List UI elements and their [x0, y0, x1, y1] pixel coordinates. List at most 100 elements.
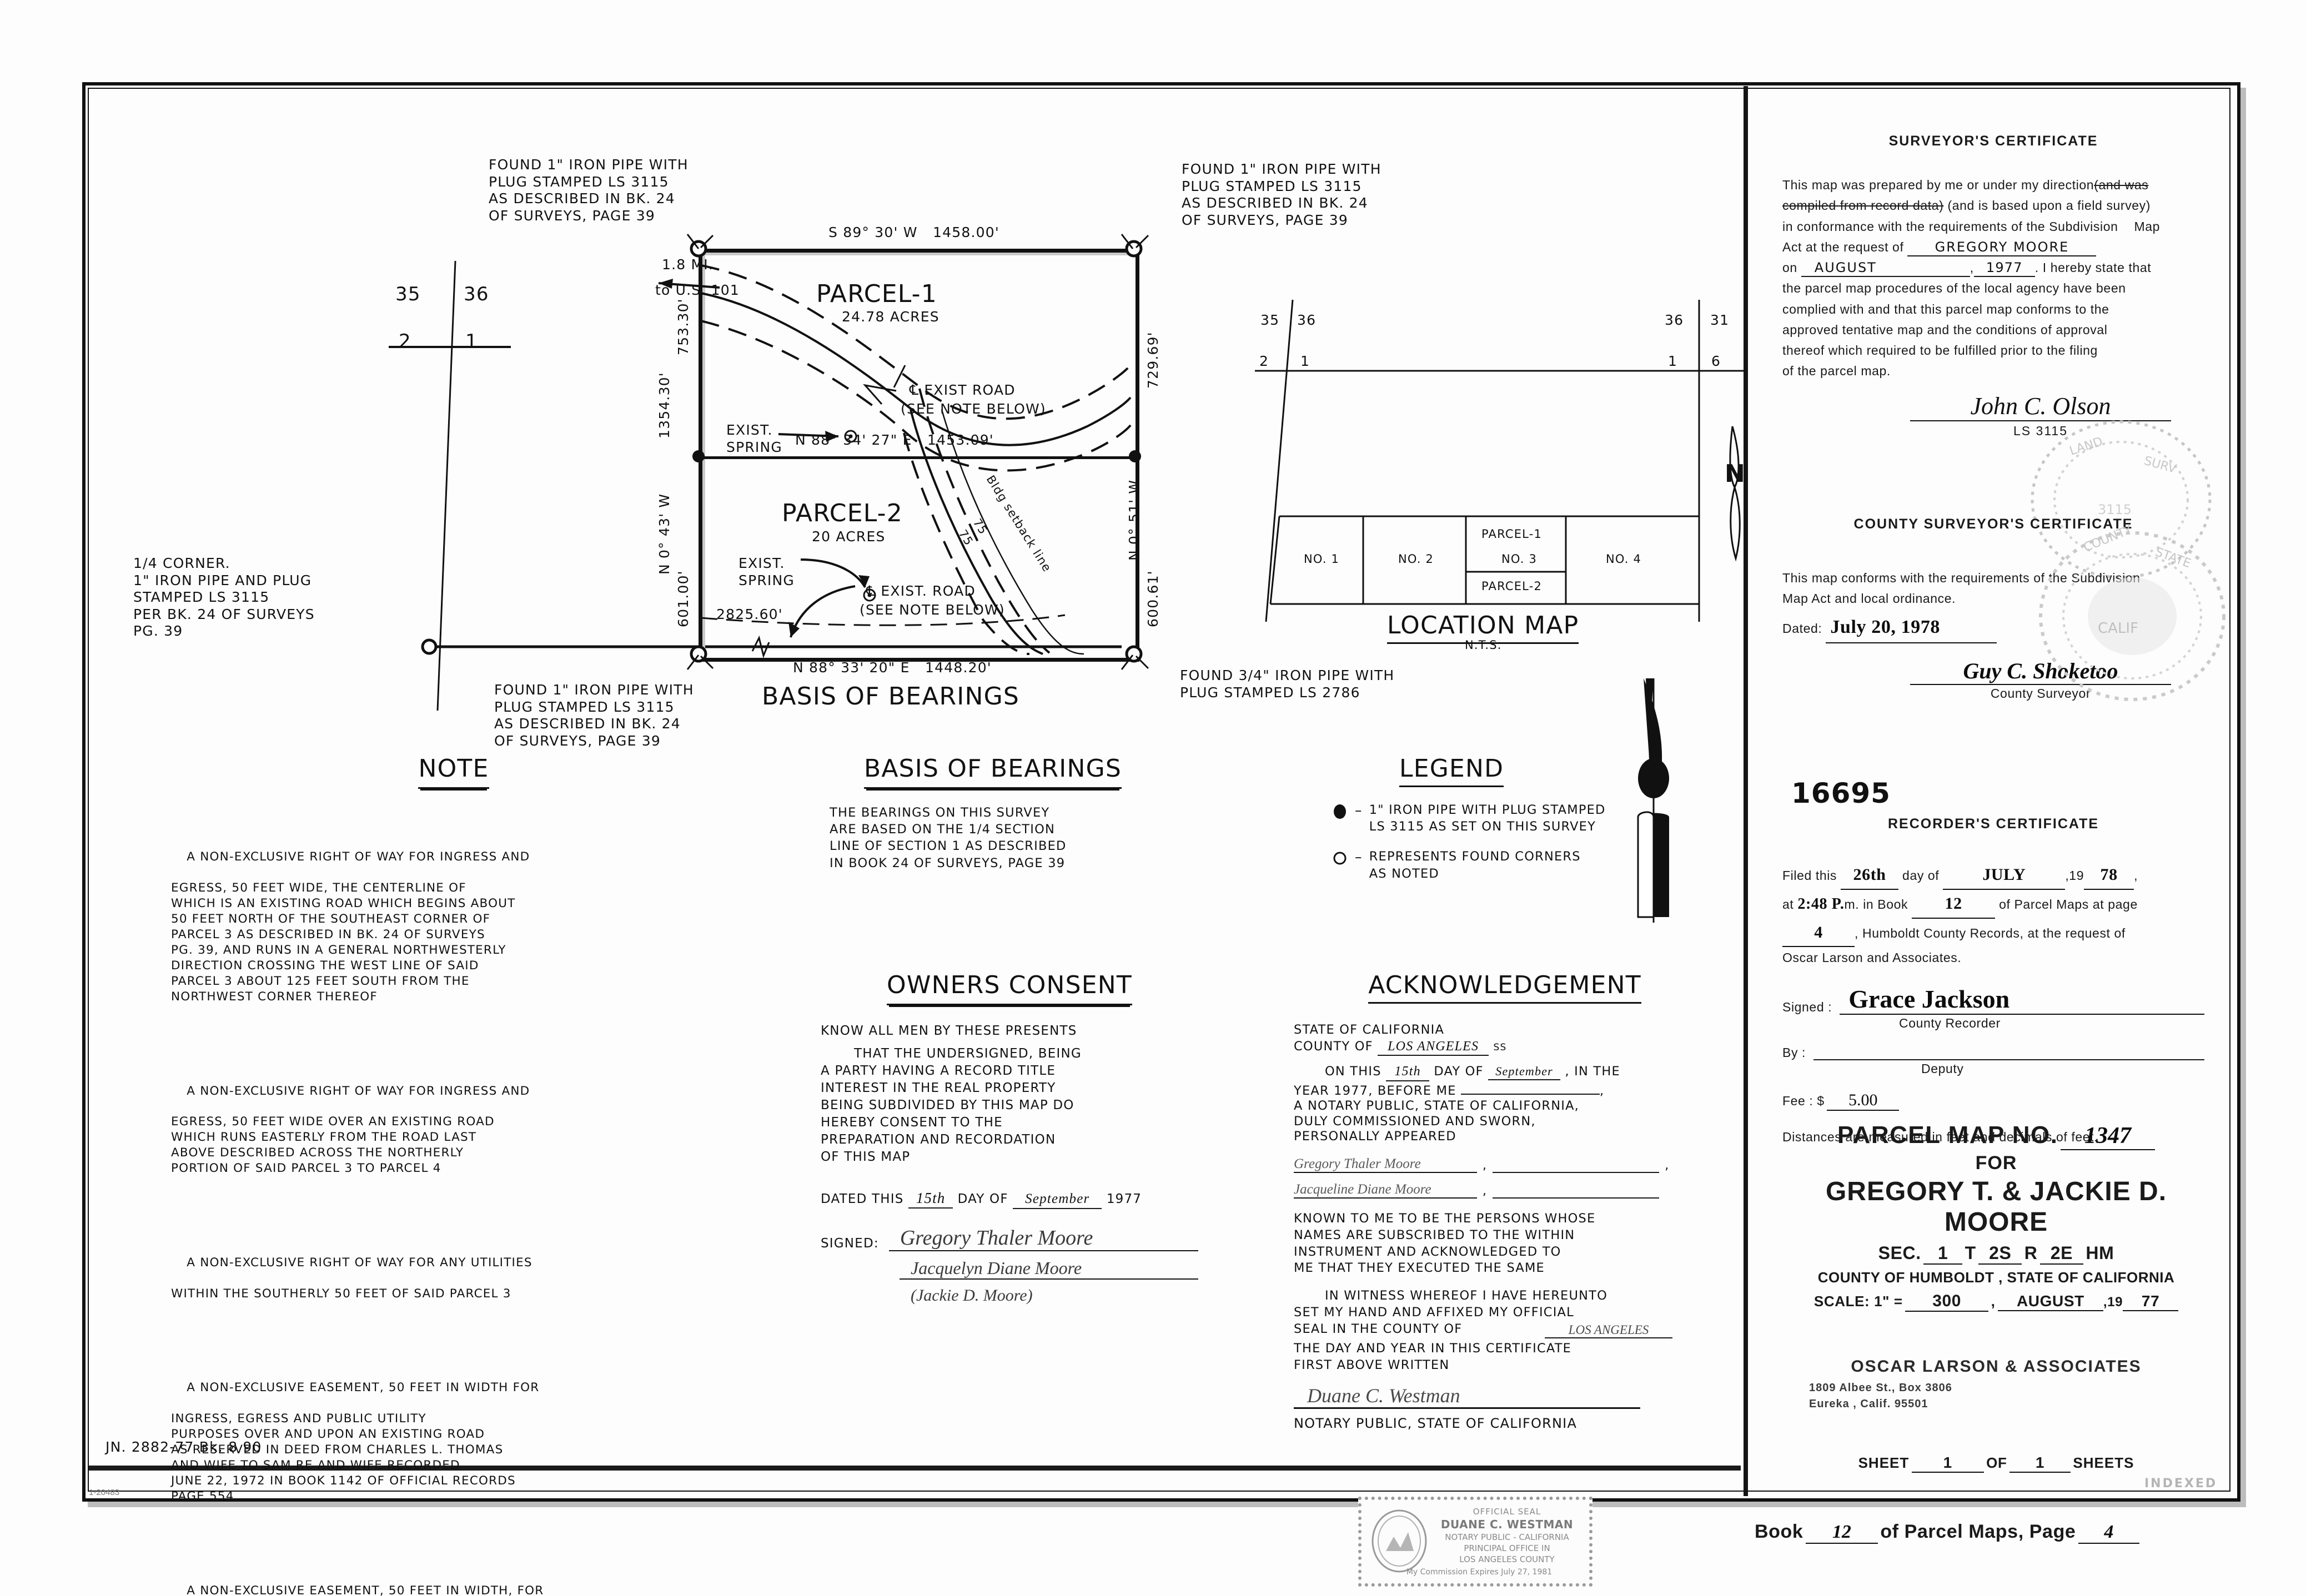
owners-consent-body: THAT THE UNDERSIGNED, BEING A PARTY HAVI… [821, 1046, 1082, 1164]
rc-filed-time[interactable]: 2:48 P. [1797, 895, 1845, 913]
sheet-total[interactable]: 1 [2009, 1454, 2071, 1473]
rc-filed-day[interactable]: 26th [1841, 861, 1899, 890]
locmap-corner-35: 35 [1260, 312, 1280, 328]
callout-nw-monument: FOUND 1" IRON PIPE WITH PLUG STAMPED LS … [489, 157, 689, 224]
owner-signature-2[interactable]: Jacquelyn Diane Moore [900, 1258, 1198, 1280]
ack-appeared-blank-1[interactable] [1493, 1172, 1660, 1174]
rc-deputy-blank[interactable] [1813, 1059, 2204, 1060]
sc-t7: the parcel map procedures of the local a… [1782, 281, 2126, 296]
ack-county-row: COUNTY OF LOS ANGELES SS [1294, 1039, 1716, 1056]
owners-signature-row-3: (Jackie D. Moore) [900, 1286, 1198, 1305]
rc-fee-value[interactable]: 5.00 [1827, 1091, 1900, 1111]
sc-line-1: This map was prepared by me or under my … [1782, 175, 2204, 195]
dated-day-value[interactable]: 15th [908, 1189, 953, 1209]
ack-month-value[interactable]: September [1488, 1064, 1561, 1081]
road-label-parcel2: ℄ EXIST. ROAD [866, 583, 976, 599]
ack-notary-blank[interactable] [1461, 1093, 1600, 1095]
sc-line-5: on AUGUST,1977. I hereby state that [1782, 258, 2204, 278]
rc-book[interactable]: 12 [1912, 890, 1996, 919]
csc-dated-value[interactable]: July 20, 1978 [1826, 612, 1997, 643]
rc-filed-year[interactable]: 78 [2084, 861, 2134, 890]
spring-label-parcel1: EXIST. SPRING [726, 422, 782, 455]
scale-value[interactable]: 300 [1905, 1292, 1989, 1312]
legend-item-text: REPRESENTS FOUND CORNERS AS NOTED [1369, 849, 1581, 881]
note-items: A NON-EXCLUSIVE RIGHT OF WAY FOR INGRESS… [151, 803, 756, 1596]
seal-line-2: DUANE C. WESTMAN [1440, 1518, 1574, 1531]
dated-label-b: DAY OF [957, 1192, 1008, 1207]
scale-year[interactable]: 77 [2123, 1292, 2179, 1311]
locmap-parcel-1: PARCEL-1 [1481, 527, 1543, 541]
legend-item: – REPRESENTS FOUND CORNERS AS NOTED [1333, 848, 1699, 882]
section-label-36: 36 [464, 283, 489, 305]
ack-appeared-1[interactable]: Gregory Thaler Moore [1294, 1156, 1477, 1174]
range-value[interactable]: 2E [2039, 1243, 2083, 1265]
ack-day-value[interactable]: 15th [1386, 1064, 1430, 1081]
surveyor-seal-smudge-icon: LAND SURV 3115 [2031, 420, 2212, 579]
ack-county-value[interactable]: LOS ANGELES [1378, 1039, 1489, 1056]
rc-filed-label: Filed this [1782, 868, 1837, 883]
owners-consent-title: OWNERS CONSENT [887, 970, 1132, 1005]
sc-on-month[interactable]: AUGUST [1801, 260, 1970, 278]
notary-title: NOTARY PUBLIC, STATE OF CALIFORNIA [1294, 1415, 1577, 1431]
footer-book-value[interactable]: 12 [1805, 1522, 1878, 1544]
rc-book-suffix: of Parcel Maps at page [1999, 897, 2138, 912]
county-surveyor-signature[interactable]: Guy C. Shoketoo [1910, 658, 2171, 685]
county-state-line: COUNTY OF HUMBOLDT , STATE OF CALIFORNIA [1817, 1269, 2175, 1286]
existing-road-lines [700, 264, 1132, 655]
ack-inthe-label: , IN THE [1565, 1064, 1620, 1079]
ack-dayof-label: DAY OF [1434, 1064, 1484, 1079]
spring-label-parcel2: EXIST. SPRING [738, 555, 795, 588]
note-item-first: A NON-EXCLUSIVE EASEMENT, 50 FEET IN WID… [187, 1583, 544, 1596]
acknowledgement-title: ACKNOWLEDGEMENT [1368, 970, 1641, 1004]
scale-month[interactable]: AUGUST [1997, 1292, 2103, 1311]
parcel-map-number[interactable]: 1347 [2060, 1122, 2155, 1150]
county-seal-smudge-icon: COUNTY STATE CALIF [2039, 523, 2225, 701]
rc-year-prefix: ,19 [2065, 868, 2084, 883]
township-value[interactable]: 2S [1978, 1243, 2022, 1265]
sc-t5: on [1782, 260, 1797, 275]
firm-address-1: 1809 Albee St., Box 3806 [1809, 1382, 1952, 1394]
sc-on-year[interactable]: 1977 [1973, 260, 2035, 278]
seal-line-3: NOTARY PUBLIC - CALIFORNIA [1445, 1532, 1569, 1542]
owners-consent-section: OWNERS CONSENT KNOW ALL MEN BY THESE PRE… [821, 970, 1198, 1305]
locmap-corner-36l: 36 [1297, 312, 1317, 328]
township-label: T [1965, 1243, 1976, 1263]
county-recorder-signature[interactable]: Grace Jackson [1840, 984, 2204, 1015]
sec-value[interactable]: 1 [1923, 1243, 1963, 1265]
sc-request-of[interactable]: GREGORY MOORE [1907, 239, 2097, 257]
ack-witness-county[interactable]: LOS ANGELES [1545, 1323, 1672, 1339]
ack-appeared-2[interactable]: Jacqueline Diane Moore [1294, 1182, 1477, 1199]
footer-page-value[interactable]: 4 [2078, 1522, 2139, 1544]
scale-year-prefix: ,19 [2103, 1295, 2123, 1310]
dated-month-value[interactable]: September [1013, 1191, 1102, 1209]
north-arrow-letter: N [1725, 460, 1745, 488]
location-map-subtitle: N.T.S. [1465, 638, 1502, 652]
sc-struck-1: (and was [2094, 178, 2149, 192]
ack-appeared-blank-2[interactable] [1493, 1197, 1660, 1199]
us101-arrow-icon [658, 279, 720, 289]
ack-appeared-row-2: Jacqueline Diane Moore , [1294, 1182, 1716, 1199]
recorders-certificate-title: RECORDER'S CERTIFICATE [1887, 816, 2099, 832]
owner-signature-1[interactable]: Gregory Thaler Moore [888, 1226, 1198, 1251]
note-item-rest: WITHIN THE SOUTHERLY 50 FEET OF SAID PAR… [171, 1286, 511, 1301]
scale-label: SCALE: 1" = [1813, 1293, 1903, 1310]
rc-filed-month[interactable]: JULY [1943, 861, 2066, 890]
callout-quarter-corner: 1/4 CORNER. 1" IRON PIPE AND PLUG STAMPE… [133, 555, 315, 639]
ack-onthis-row: ON THIS 15th DAY OF September , IN THE [1294, 1064, 1716, 1081]
legend-title: LEGEND [1399, 754, 1504, 787]
note-item-first: A NON-EXCLUSIVE EASEMENT, 50 FEET IN WID… [187, 1381, 540, 1395]
notary-signature[interactable]: Duane C. Westman [1294, 1384, 1640, 1409]
center-north-arrow-icon [1637, 678, 1669, 923]
owners-signature-row-2: Jacquelyn Diane Moore [900, 1258, 1198, 1280]
county-surveyors-certificate-section: COUNTY SURVEYOR'S CERTIFICATE This map c… [1782, 516, 2204, 701]
surveyor-signature[interactable]: John C. Olson [1910, 392, 2171, 421]
surveyor-license: LS 3115 [2013, 423, 2068, 438]
sheet-number[interactable]: 1 [1911, 1454, 1984, 1473]
document-number: 16695 [1791, 777, 1891, 809]
rc-page[interactable]: 4 [1782, 919, 1855, 948]
seal-line-1: OFFICIAL SEAL [1473, 1507, 1541, 1517]
title-block: PARCEL MAP NO. 1347 FOR GREGORY T. & JAC… [1777, 1121, 2215, 1473]
note-item: A NON-EXCLUSIVE EASEMENT, 50 FEET IN WID… [151, 1568, 756, 1596]
basis-of-bearings-section: BASIS OF BEARINGS THE BEARINGS ON THIS S… [821, 754, 1165, 872]
